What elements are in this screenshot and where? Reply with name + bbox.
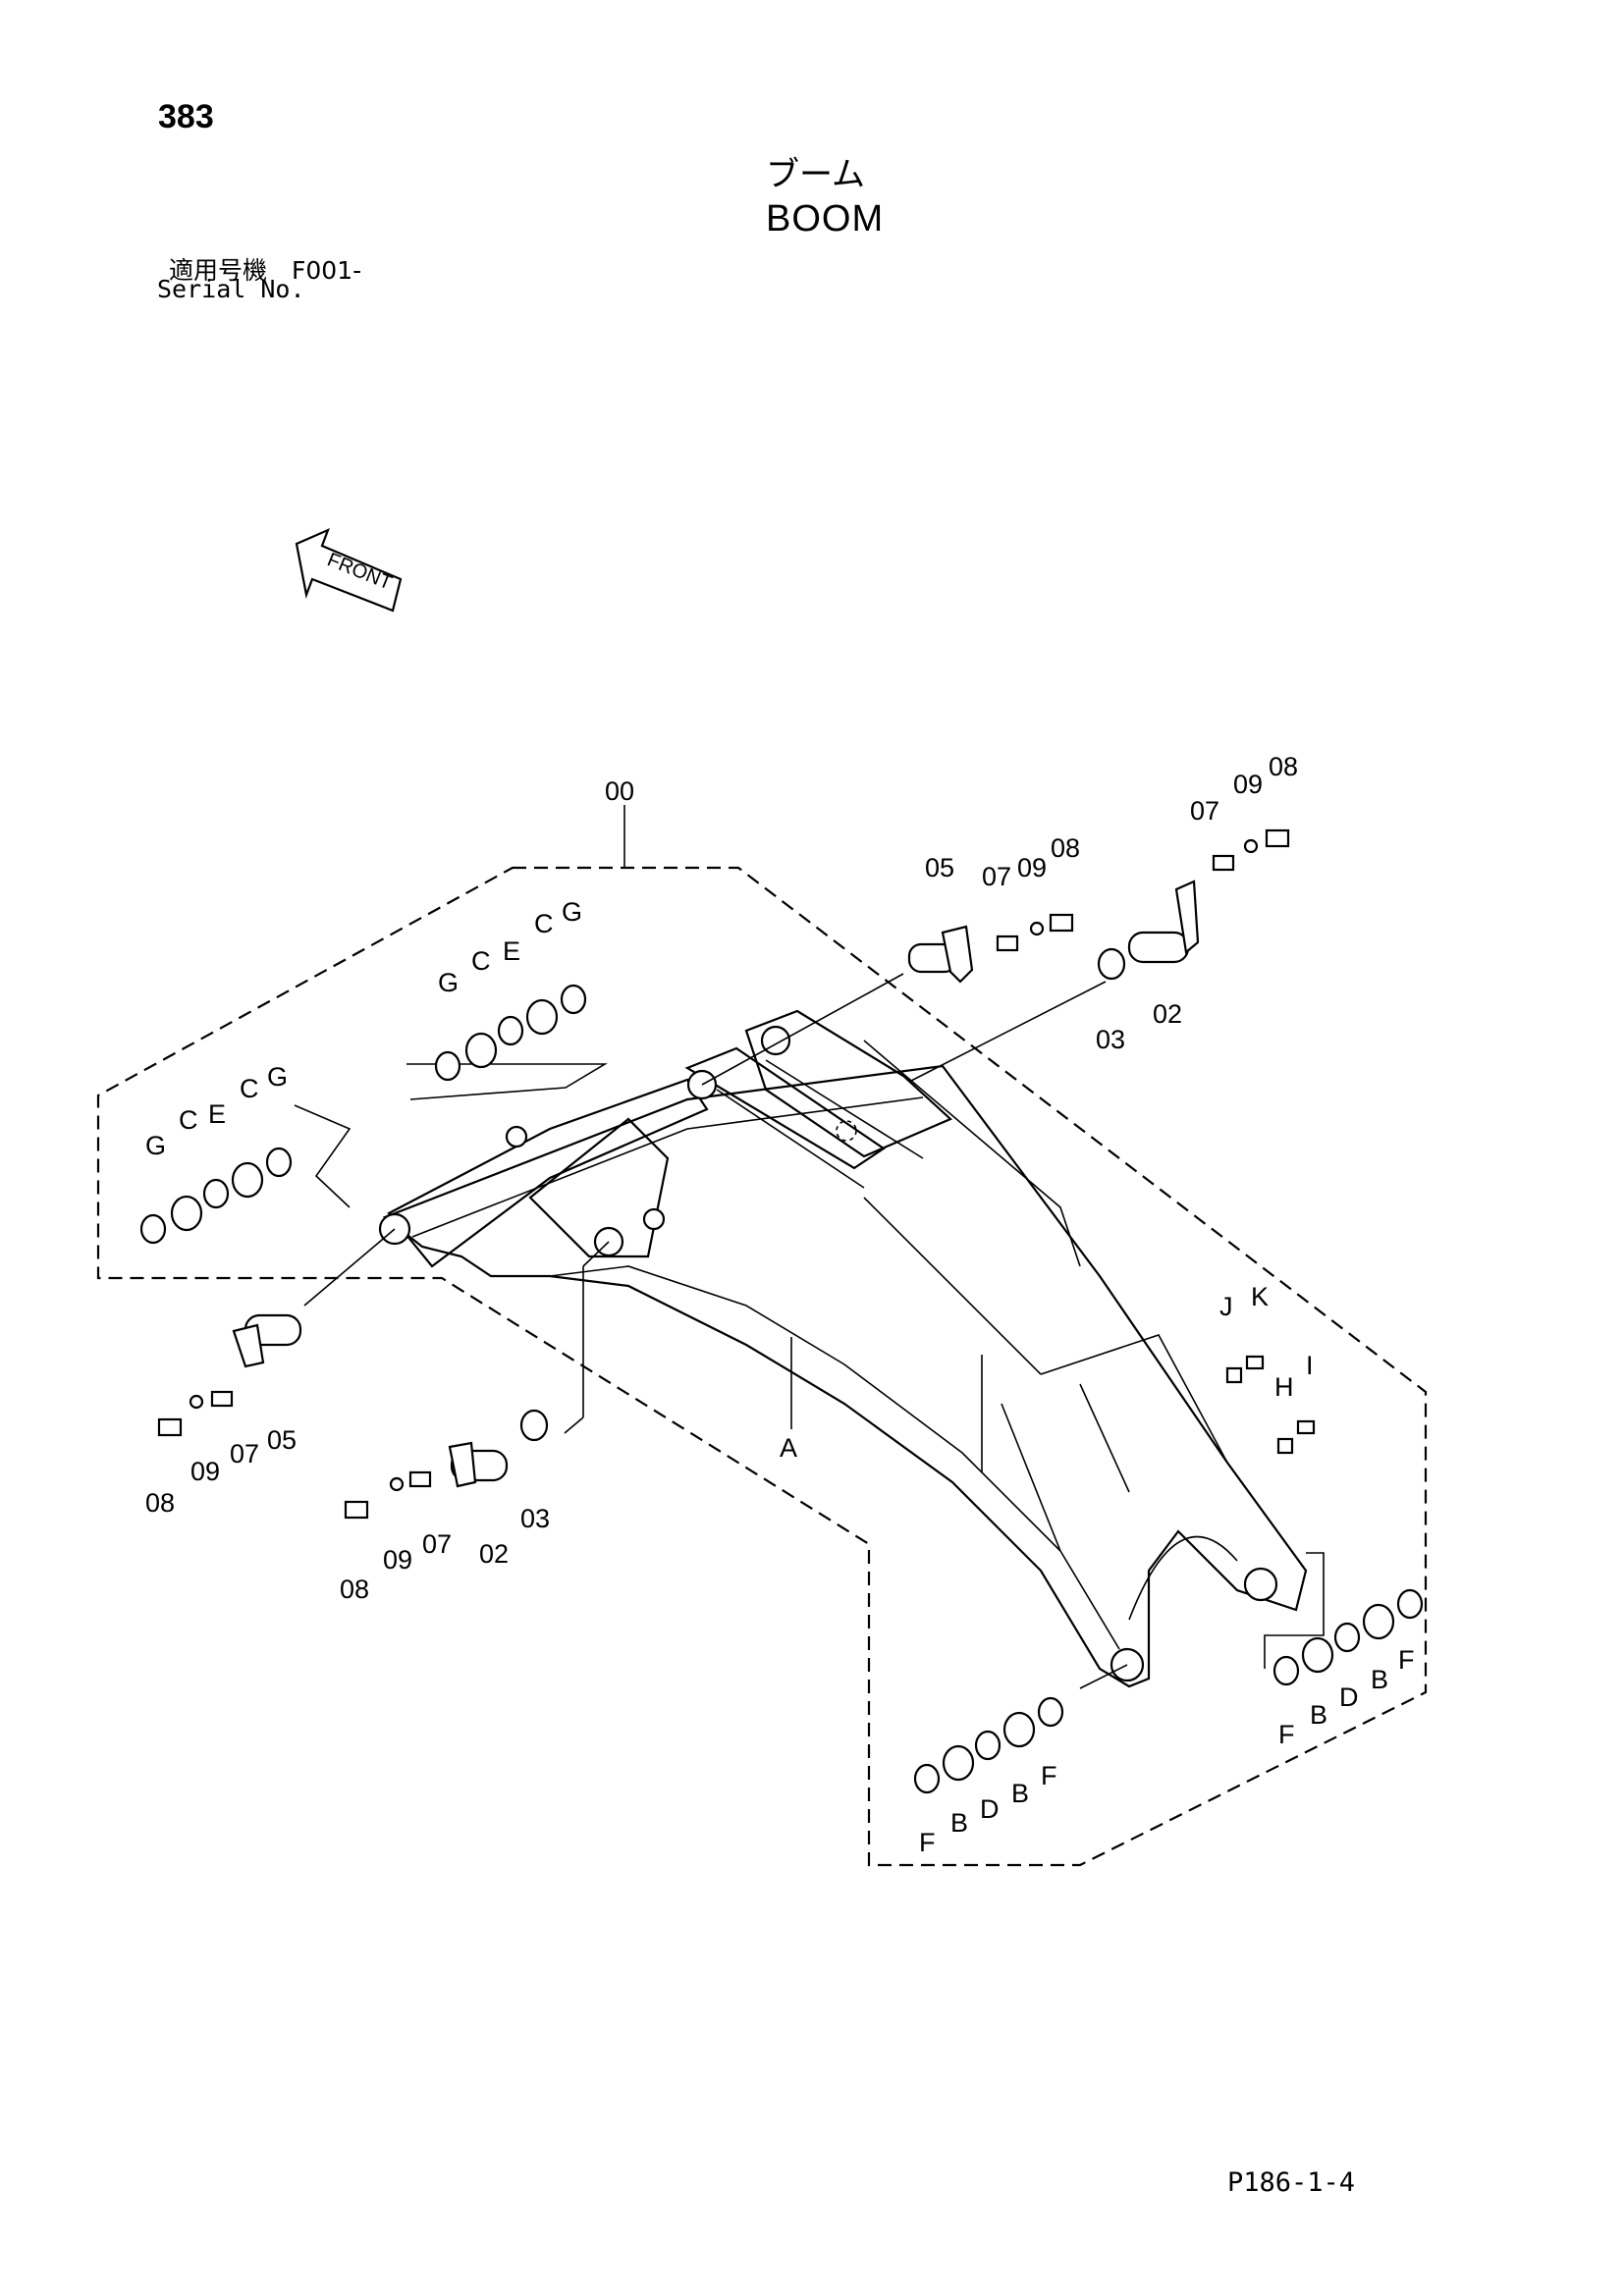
bolts-washers-plates xyxy=(157,828,1316,1520)
callout-label: 09 xyxy=(190,1457,220,1486)
callout-label: 00 xyxy=(605,776,634,806)
callout-label: F xyxy=(1278,1720,1295,1749)
callout-label: 03 xyxy=(520,1504,550,1533)
callout-label: K xyxy=(1251,1282,1269,1311)
callout-label: B xyxy=(1371,1665,1388,1694)
callout-label: 08 xyxy=(340,1575,369,1604)
callout-label: 08 xyxy=(1269,752,1298,781)
title-japanese: ブーム xyxy=(766,155,865,194)
leader-lines xyxy=(294,805,1325,1689)
callout-label: C xyxy=(471,946,491,976)
callout-label: 08 xyxy=(145,1488,175,1518)
pin-05-upper xyxy=(907,925,974,984)
callout-label: C xyxy=(240,1074,259,1103)
callout-label: 05 xyxy=(267,1425,297,1455)
assembly-outline xyxy=(96,866,1428,1867)
pin-02-upper xyxy=(1127,880,1200,964)
front-arrow-icon: FRONT xyxy=(295,527,403,613)
callout-label: 07 xyxy=(982,862,1011,891)
callout-label: D xyxy=(980,1794,1000,1824)
callout-label: I xyxy=(1306,1351,1314,1380)
callout-label: 08 xyxy=(1051,833,1080,863)
callout-label: F xyxy=(1398,1645,1415,1675)
callout-label: 02 xyxy=(1153,999,1182,1029)
callout-label: E xyxy=(208,1099,226,1129)
callout-label: 07 xyxy=(1190,796,1219,826)
callout-label: F xyxy=(1041,1761,1057,1790)
callout-label: 03 xyxy=(1096,1025,1125,1054)
callout-label: 09 xyxy=(383,1545,412,1575)
callout-label: 07 xyxy=(230,1439,259,1468)
callout-label: A xyxy=(780,1433,797,1463)
pin-05-lower xyxy=(232,1313,302,1368)
page-number: 383 xyxy=(158,98,214,135)
callout-label: H xyxy=(1274,1372,1294,1402)
bushings xyxy=(139,947,1424,1794)
callout-label: G xyxy=(562,897,582,927)
callout-label: G xyxy=(145,1131,166,1160)
callout-label: B xyxy=(950,1808,968,1838)
callout-label: C xyxy=(534,909,554,938)
pin-02-lower xyxy=(448,1441,509,1488)
callout-label: 07 xyxy=(422,1529,452,1559)
callout-labels: 00 05 07 09 08 07 09 08 03 02 G C E C G … xyxy=(145,752,1415,1857)
serial-number-label: Serial No. xyxy=(157,275,305,303)
callout-label: E xyxy=(503,936,520,966)
callout-label: D xyxy=(1339,1682,1359,1712)
callout-label: 02 xyxy=(479,1539,509,1569)
callout-label: 09 xyxy=(1017,853,1047,882)
serial-number-label-jp: 適用号機 F001- xyxy=(169,256,362,285)
page-title: BOOM xyxy=(766,198,885,240)
callout-label: B xyxy=(1310,1700,1327,1730)
callout-label: B xyxy=(1011,1779,1029,1808)
callout-label: J xyxy=(1219,1292,1233,1321)
callout-label: 09 xyxy=(1233,770,1263,799)
callout-label: G xyxy=(438,968,459,997)
callout-label: 05 xyxy=(925,853,954,882)
callout-label: F xyxy=(919,1828,936,1857)
callout-label: G xyxy=(267,1062,288,1092)
page-reference: P186-1-4 xyxy=(1227,2167,1356,2198)
boom-body xyxy=(378,1009,1308,1688)
callout-label: C xyxy=(179,1105,198,1135)
